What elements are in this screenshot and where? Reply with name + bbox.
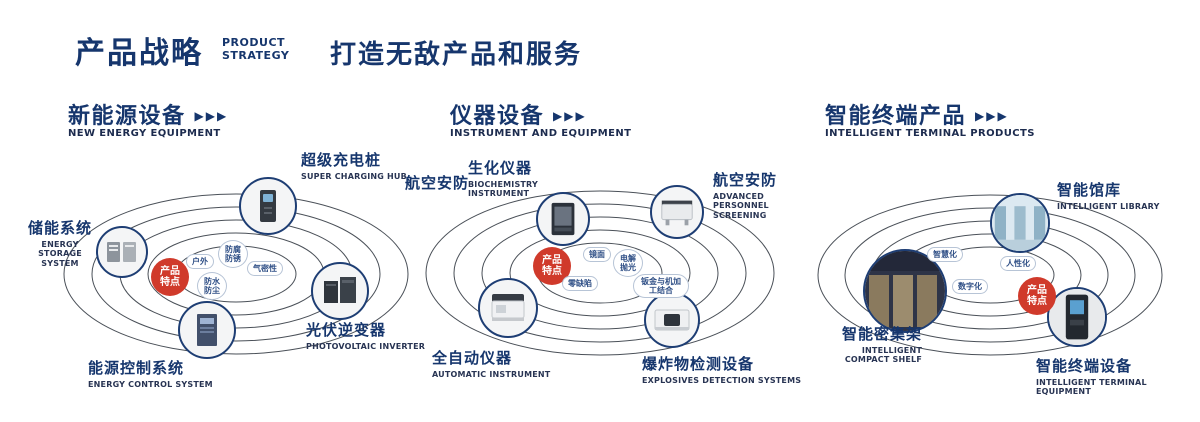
personnel-screening-image (650, 185, 704, 239)
charger-icon (260, 190, 276, 222)
product-label-compact-shelf: 智能密集架 INTELLIGENT COMPACT SHELF (841, 325, 922, 365)
triple-arrow-icon: ▶▶▶ (975, 108, 1009, 123)
section-title: 仪器设备 (450, 104, 545, 129)
orbit-rings (425, 190, 775, 356)
shelf-photo-icon (865, 251, 945, 331)
pv-inverter-image (311, 262, 369, 320)
page-title: 产品战略 (75, 36, 203, 71)
label-aviation-security: 航空安防 (405, 174, 470, 192)
cabinet-icon (107, 242, 136, 262)
triple-arrow-icon: ▶▶▶ (553, 108, 587, 123)
feature-tag: 气密性 (247, 261, 283, 276)
control-cabinet-icon (197, 314, 217, 346)
feature-tag: 智慧化 (927, 247, 963, 262)
feature-tag: 人性化 (1000, 256, 1036, 271)
lab-rack-icon (551, 202, 575, 236)
biochemistry-instrument-image (536, 192, 590, 246)
feature-tag: 数字化 (952, 279, 988, 294)
product-label-pv-inverter: 光伏逆变器 PHOTOVOLTAIC INVERTER (306, 321, 426, 352)
section-subtitle: INSTRUMENT AND EQUIPMENT (450, 128, 632, 139)
automatic-instrument-image (478, 278, 538, 338)
product-features-badge: 产品特点 (1018, 277, 1056, 315)
detector-icon (654, 309, 690, 331)
section-terminal-header: 智能终端产品 ▶▶▶ (825, 98, 1009, 130)
terminal-equipment-image (1047, 287, 1107, 347)
section-new-energy-header: 新能源设备 ▶▶▶ (68, 98, 228, 130)
intelligent-library-image (990, 193, 1050, 253)
analyzer-icon (491, 294, 525, 321)
product-label-energy-storage: 储能系统 ENERGY STORAGE SYSTEM (28, 219, 93, 268)
feature-tag: 防腐防锈 (218, 240, 248, 268)
explosives-detection-image (644, 292, 700, 348)
product-label-automatic: 全自动仪器 AUTOMATIC INSTRUMENT (432, 349, 551, 380)
product-features-badge: 产品特点 (151, 258, 189, 296)
slogan-text: 打造无敌产品和服务 (330, 40, 583, 70)
section-subtitle: NEW ENERGY EQUIPMENT (68, 128, 221, 139)
product-label-super-charger: 超级充电桩 SUPER CHARGING HUB (301, 151, 407, 182)
section-instrument-header: 仪器设备 ▶▶▶ (450, 98, 587, 130)
feature-tag: 镜面 (583, 247, 611, 262)
inverter-icon (324, 277, 356, 303)
product-label-library: 智能馆库 INTELLIGENT LIBRARY (1057, 181, 1160, 212)
energy-control-image (178, 301, 236, 359)
feature-tag: 防水防尘 (197, 272, 227, 300)
section-title: 新能源设备 (68, 104, 186, 129)
product-label-screening: 航空安防 ADVANCED PERSONNEL SCREENING (713, 171, 778, 220)
feature-tag: 钣金与机加工结合 (633, 274, 689, 298)
section-subtitle: INTELLIGENT TERMINAL PRODUCTS (825, 128, 1035, 139)
compact-shelf-image (863, 249, 947, 333)
screening-machine-icon (661, 200, 693, 226)
feature-tag: 户外 (186, 254, 214, 269)
energy-storage-image (96, 226, 148, 278)
product-label-explosives: 爆炸物检测设备 EXPLOSIVES DETECTION SYSTEMS (642, 355, 802, 386)
triple-arrow-icon: ▶▶▶ (194, 108, 229, 123)
page-title-en-line2: STRATEGY (222, 49, 290, 62)
kiosk-photo-icon (1049, 289, 1105, 345)
page-title-en-line1: PRODUCT (222, 36, 286, 49)
product-label-biochemistry: 生化仪器 BIOCHEMISTRY INSTRUMENT (468, 159, 538, 199)
feature-tag: 零缺陷 (562, 276, 598, 291)
super-charger-image (239, 177, 297, 235)
product-label-terminal-equipment: 智能终端设备 INTELLIGENT TERMINAL EQUIPMENT (1036, 357, 1147, 397)
library-photo-icon (992, 195, 1048, 251)
page-title-english: PRODUCT STRATEGY (222, 36, 289, 62)
product-label-energy-control: 能源控制系统 ENERGY CONTROL SYSTEM (88, 359, 213, 390)
feature-tag: 电解抛光 (613, 249, 643, 277)
section-title: 智能终端产品 (825, 104, 967, 129)
